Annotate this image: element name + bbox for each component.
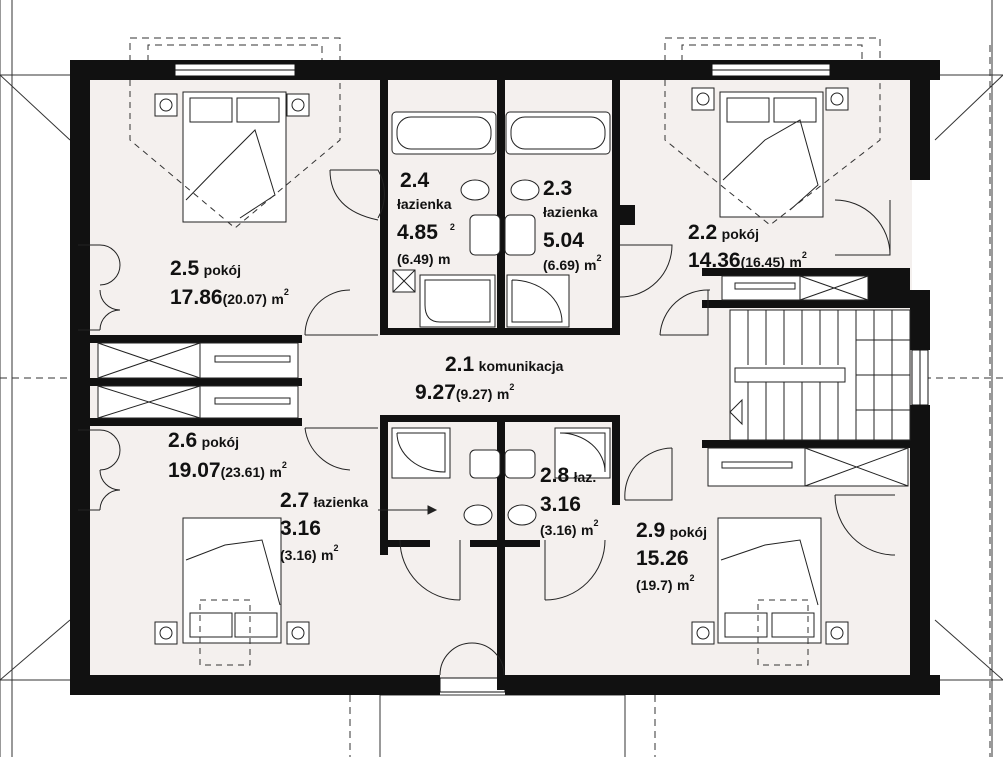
- room-area: 14.36: [688, 249, 741, 272]
- room-2-3-area: 5.04: [543, 230, 584, 251]
- room-area: 19.07: [168, 459, 221, 482]
- nightstands: [154, 87, 849, 645]
- room-number: 2.2: [688, 221, 718, 244]
- room-name: pokój: [201, 434, 239, 450]
- room-number: 2.4: [400, 169, 430, 192]
- room-gross: (16.45): [740, 254, 785, 270]
- room-2-5-label: 2.5 pokój: [170, 258, 241, 279]
- unit-exponent: 2: [333, 543, 339, 553]
- bed-blankets: [185, 119, 819, 606]
- room-area: 17.86: [170, 286, 223, 309]
- room-name: łazienka: [543, 204, 598, 220]
- room-2-9-area: 15.26: [636, 548, 689, 569]
- room-gross: (6.49): [397, 251, 434, 267]
- room-2-3-name: łazienka: [543, 205, 597, 221]
- room-2-5-area: 17.86(20.07) m2: [170, 287, 289, 308]
- unit-exponent: 2: [281, 460, 287, 470]
- room-2-8-area: 3.16: [540, 494, 581, 515]
- door-swings: [99, 169, 896, 676]
- room-number: 2.8: [540, 464, 570, 487]
- room-area: 4.85: [397, 221, 438, 244]
- room-number: 2.6: [168, 429, 198, 452]
- room-2-2-area: 14.36(16.45) m2: [688, 250, 807, 271]
- room-gross: (19.7): [636, 577, 673, 593]
- beds: [182, 91, 824, 644]
- room-2-9-label: 2.9 pokój: [636, 520, 707, 541]
- room-2-4-gross: (6.49) m: [397, 252, 450, 268]
- room-2-8-gross: (3.16) m2: [540, 519, 599, 539]
- room-unit: m: [271, 291, 284, 307]
- room-2-6-area: 19.07(23.61) m2: [168, 460, 287, 481]
- room-2-7-area: 3.16: [280, 518, 321, 539]
- room-2-3-gross: (6.69) m2: [543, 254, 602, 274]
- room-unit: m: [438, 251, 451, 267]
- room-gross: (20.07): [222, 291, 267, 307]
- unit-exponent: 2: [801, 250, 807, 260]
- room-unit: m: [581, 522, 594, 538]
- room-name: pokój: [669, 524, 707, 540]
- room-2-1-label: 2.1 komunikacja: [445, 354, 563, 375]
- unit-exponent: 2: [593, 518, 599, 528]
- room-unit: m: [496, 386, 510, 402]
- wardrobes: [97, 275, 909, 487]
- room-area: 3.16: [280, 517, 321, 540]
- unit-exponent: 2: [509, 382, 515, 392]
- room-2-3-number: 2.3: [543, 178, 572, 199]
- room-unit: m: [321, 547, 334, 563]
- room-2-8-label: 2.8 łaz.: [540, 465, 596, 486]
- room-area: 9.27: [415, 381, 456, 404]
- room-area: 15.26: [636, 547, 689, 570]
- room-name: łazienka: [397, 196, 452, 212]
- room-area: 5.04: [543, 229, 584, 252]
- room-unit: m: [789, 254, 802, 270]
- roof-slopes: [129, 80, 881, 666]
- room-name: łazienka: [313, 494, 369, 510]
- staircase: [729, 309, 911, 441]
- wardrobe-crosses: [97, 275, 909, 487]
- room-number: 2.5: [170, 257, 200, 280]
- room-number: 2.1: [445, 353, 475, 376]
- room-2-4-area: 4.85 2: [397, 222, 455, 243]
- room-unit: m: [677, 577, 690, 593]
- room-gross: (6.69): [543, 257, 580, 273]
- room-name: łaz.: [573, 469, 597, 485]
- room-name: komunikacja: [478, 358, 564, 374]
- interior-walls: [90, 80, 910, 690]
- unit-exponent: 2: [449, 222, 455, 232]
- room-gross: (3.16): [280, 547, 317, 563]
- room-2-7-gross: (3.16) m2: [280, 544, 339, 564]
- window-mullions: [175, 69, 921, 405]
- room-number: 2.7: [280, 489, 310, 512]
- room-2-6-label: 2.6 pokój: [168, 430, 239, 451]
- door-leaves: [78, 244, 100, 511]
- room-unit: m: [269, 464, 282, 480]
- room-gross: (3.16): [540, 522, 577, 538]
- room-2-4-number: 2.4: [400, 170, 429, 191]
- showers: [391, 274, 611, 479]
- room-unit: m: [584, 257, 597, 273]
- room-2-2-label: 2.2 pokój: [688, 222, 759, 243]
- unit-exponent: 2: [596, 253, 602, 263]
- room-area: 3.16: [540, 493, 581, 516]
- room-gross: (9.27): [455, 386, 493, 402]
- room-2-7-label: 2.7 łazienka: [280, 490, 368, 511]
- room-2-1-area: 9.27(9.27) m2: [415, 382, 514, 403]
- unit-exponent: 2: [689, 573, 695, 583]
- room-name: pokój: [721, 226, 759, 242]
- duct-cross: [392, 269, 416, 293]
- room-number: 2.9: [636, 519, 666, 542]
- room-2-9-gross: (19.7) m2: [636, 574, 695, 594]
- unit-exponent: 2: [283, 287, 289, 297]
- sanitary-fixtures: [392, 179, 540, 526]
- room-number: 2.3: [543, 177, 573, 200]
- room-2-4-name: łazienka: [397, 197, 451, 213]
- direction-arrow: [378, 505, 438, 515]
- room-gross: (23.61): [220, 464, 265, 480]
- pillars: [622, 205, 635, 225]
- bathtubs: [391, 111, 611, 155]
- room-name: pokój: [203, 262, 241, 278]
